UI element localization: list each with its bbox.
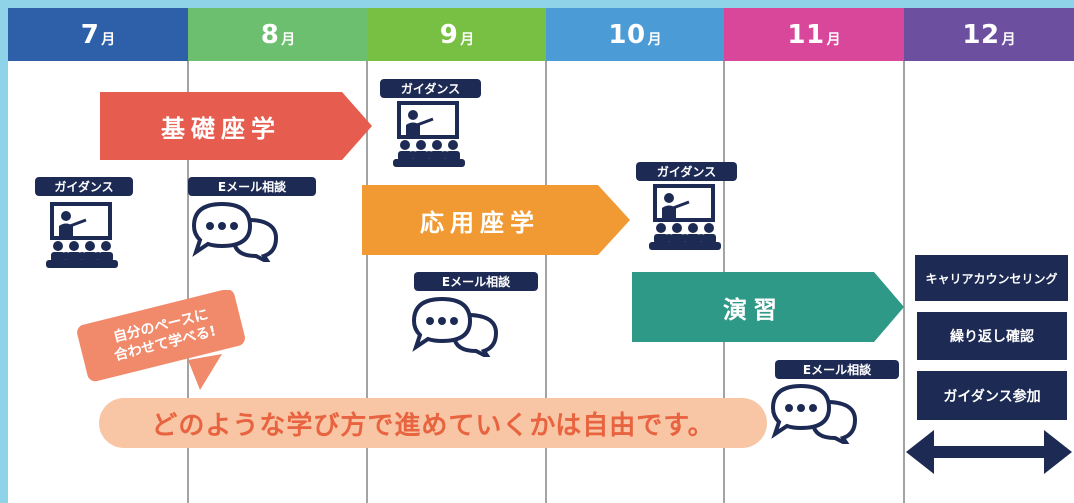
practice-phase-arrow xyxy=(632,272,904,342)
month-unit: 月 xyxy=(101,31,116,48)
month-unit: 月 xyxy=(826,31,841,48)
applied-phase-arrow xyxy=(362,185,630,255)
chat-bubbles-icon xyxy=(771,383,858,444)
applied-phase-label: 応用座学 xyxy=(420,208,540,237)
month-unit: 月 xyxy=(460,31,475,48)
gridline xyxy=(545,61,547,503)
career-counseling-box: キャリアカウンセリング xyxy=(915,255,1068,301)
month-number: 7 xyxy=(80,19,100,50)
guidance-tag-september: ガイダンス xyxy=(380,79,481,98)
month-number: 9 xyxy=(439,19,459,50)
practice-phase-label: 演習 xyxy=(723,295,783,324)
email-tag-november: Eメール相談 xyxy=(775,360,899,379)
gridline xyxy=(187,61,189,503)
basic-phase-arrow xyxy=(100,92,372,160)
email-tag-august: Eメール相談 xyxy=(188,177,316,196)
guidance-tag-october: ガイダンス xyxy=(636,162,737,181)
freedom-banner-text: どのような学び方で進めていくかは自由です。 xyxy=(151,410,715,441)
basic-phase-label: 基礎座学 xyxy=(161,114,281,143)
chat-bubbles-icon xyxy=(192,201,279,262)
month-number: 10 xyxy=(608,19,646,50)
chat-bubbles-icon xyxy=(412,296,499,357)
month-number: 12 xyxy=(962,19,1000,50)
lecture-icon xyxy=(46,202,118,268)
lecture-icon xyxy=(649,184,721,250)
month-unit: 月 xyxy=(647,31,662,48)
month-number: 8 xyxy=(260,19,280,50)
guidance-tag-july: ガイダンス xyxy=(35,177,133,196)
email-tag-september: Eメール相談 xyxy=(414,272,538,291)
left-frame xyxy=(0,0,8,503)
freedom-banner: どのような学び方で進めていくかは自由です。 xyxy=(99,398,767,448)
review-box: 繰り返し確認 xyxy=(917,312,1067,360)
gridline xyxy=(366,61,368,503)
month-number: 11 xyxy=(787,19,825,50)
month-unit: 月 xyxy=(1001,31,1016,48)
lecture-icon xyxy=(393,101,465,167)
month-unit: 月 xyxy=(281,31,296,48)
guidance-join-box: ガイダンス参加 xyxy=(917,371,1067,420)
top-frame xyxy=(0,0,1074,8)
gridline xyxy=(903,61,905,503)
pace-speech-bubble xyxy=(77,290,245,390)
double-arrow-icon xyxy=(906,430,1072,474)
